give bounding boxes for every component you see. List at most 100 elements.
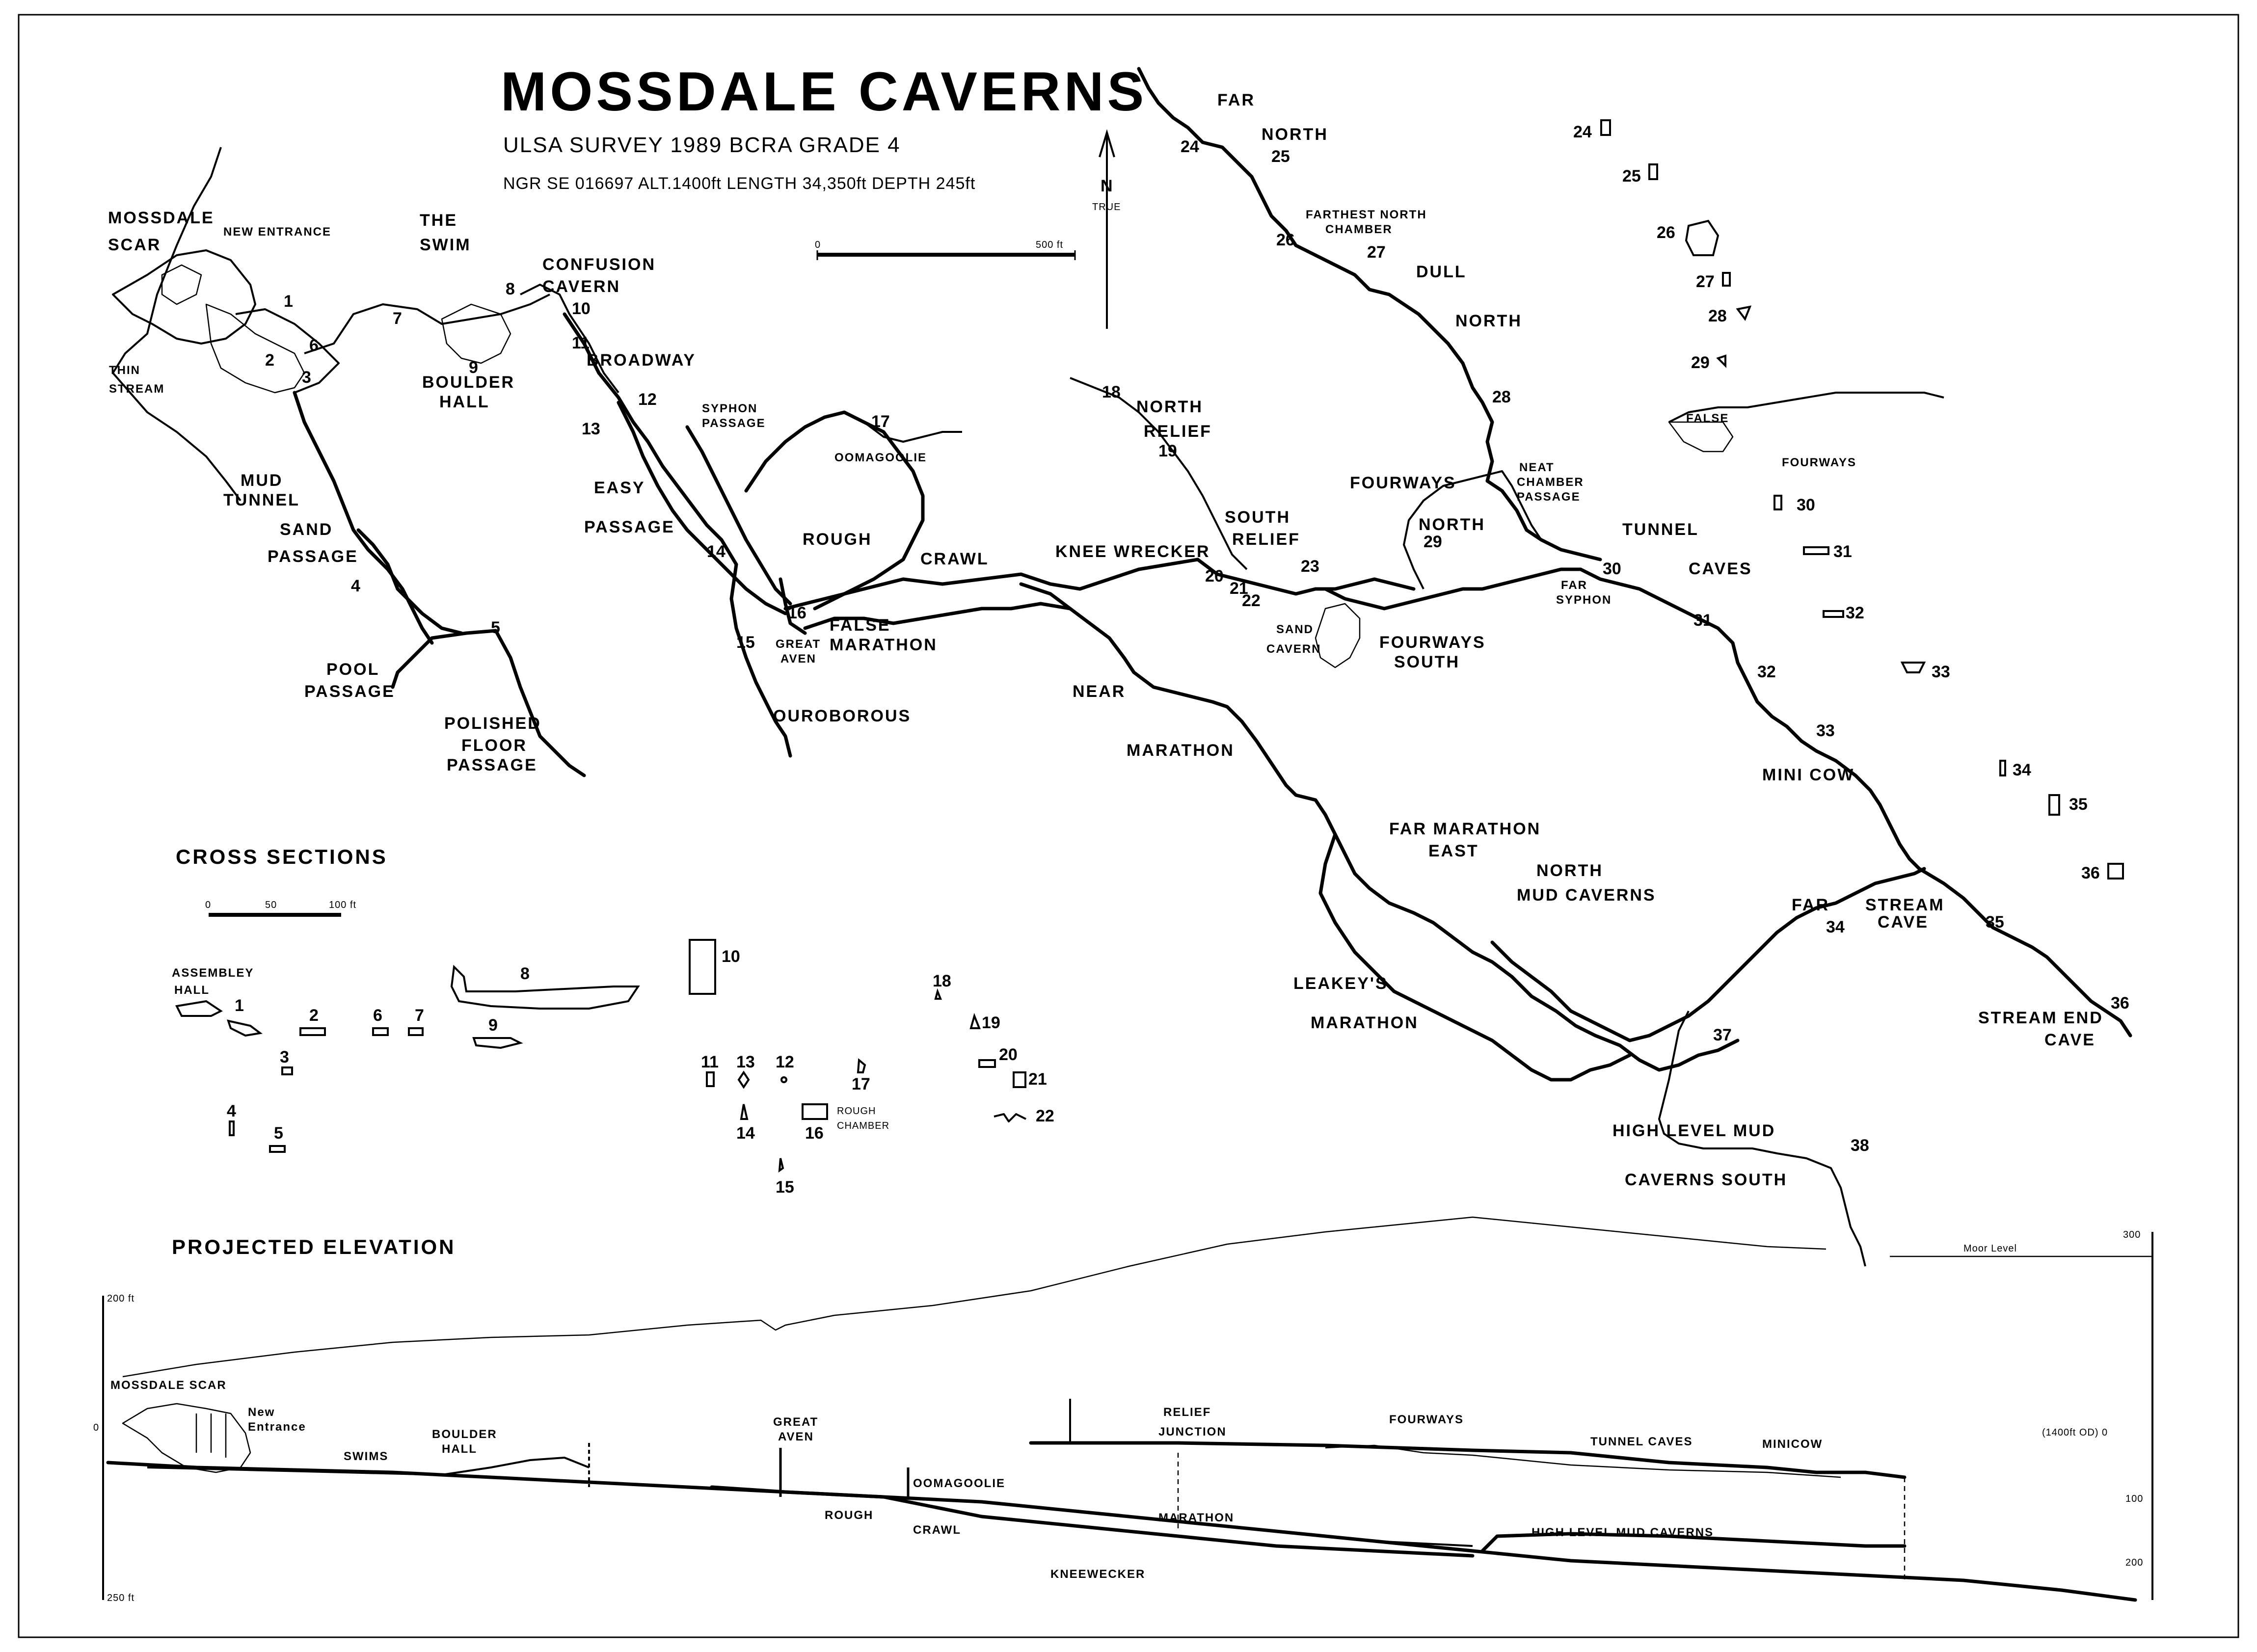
section-19 — [969, 1013, 981, 1029]
station-26: 26 — [1276, 231, 1295, 249]
side-station-26: 26 — [1657, 223, 1675, 242]
section-num-15: 15 — [776, 1178, 794, 1197]
passage-entrance-series — [112, 249, 256, 345]
station-9: 9 — [469, 358, 478, 377]
elevation-right-100: 100 — [2125, 1493, 2143, 1504]
section-num-22: 22 — [1036, 1107, 1054, 1125]
passage-fourways-north — [1403, 470, 1542, 589]
passage-far-marathon — [1333, 832, 1514, 979]
plan-station-numbers: 1 2 3 4 5 6 7 8 9 10 11 12 13 14 15 16 1… — [265, 137, 2129, 1155]
north-letter: N — [1101, 177, 1114, 195]
section-scale-100: 100 ft — [329, 900, 356, 910]
side-section-35 — [2048, 794, 2060, 816]
label-boulder-1: BOULDER — [422, 373, 515, 392]
label-leakey-2: MARATHON — [1311, 1013, 1419, 1032]
section-num-3: 3 — [280, 1048, 289, 1066]
sand-cavern-outline — [1315, 603, 1361, 668]
section-num-12: 12 — [776, 1053, 794, 1071]
section-num-19: 19 — [982, 1013, 1000, 1032]
passage-tunnel-caves — [1579, 567, 1818, 753]
station-17: 17 — [871, 412, 890, 431]
side-section-28 — [1736, 305, 1752, 321]
station-5: 5 — [491, 618, 500, 637]
section-num-16: 16 — [805, 1124, 824, 1143]
boulder-hall-outline — [441, 303, 511, 364]
passage-stream-end — [1917, 867, 2132, 1038]
section-14 — [740, 1104, 749, 1120]
station-27: 27 — [1367, 243, 1386, 262]
section-10 — [689, 939, 716, 995]
section-num-10: 10 — [722, 947, 740, 966]
station-34: 34 — [1826, 918, 1845, 936]
side-section-36 — [2107, 863, 2124, 879]
passage-syphon — [685, 425, 792, 606]
elevation-depth-top: 200 ft — [107, 1293, 134, 1304]
label-far-north: NORTH — [1262, 125, 1328, 144]
label-north-relief-2: RELIEF — [1144, 422, 1212, 441]
cross-sections: CROSS SECTIONS 0 50 100 ft ASSEMBLEY HAL… — [172, 845, 1054, 1197]
map-subtitle: ULSA SURVEY 1989 BCRA GRADE 4 — [503, 133, 901, 157]
moor-surface-line — [122, 1216, 1827, 1378]
passage-south-relief — [1196, 558, 1416, 596]
label-sand-cavern-2: CAVERN — [1266, 642, 1321, 656]
north-ref: TRUE — [1092, 202, 1121, 213]
elev-label-great-1: GREAT — [773, 1415, 818, 1429]
station-8: 8 — [506, 280, 515, 298]
section-16 — [802, 1103, 828, 1120]
station-19: 19 — [1158, 442, 1177, 460]
sheet-border — [18, 14, 2239, 1638]
label-thin-1: THIN — [109, 364, 140, 377]
elev-label-rough: ROUGH — [825, 1509, 873, 1522]
section-5 — [269, 1145, 286, 1153]
label-mossdale-1: MOSSDALE — [108, 209, 215, 227]
false-fourways-outline — [1668, 421, 1734, 453]
section-scale-50: 50 — [265, 900, 277, 910]
elevation-lower-mud — [1325, 1535, 1473, 1547]
north-arrow-icon — [1099, 129, 1115, 158]
passage-oomagoolie — [744, 410, 925, 611]
section-scale-0: 0 — [205, 900, 211, 910]
section-scale-bar: 0 50 100 ft — [205, 900, 356, 917]
label-north-mud-2: MUD CAVERNS — [1517, 886, 1656, 905]
station-32: 32 — [1757, 663, 1776, 681]
plan-scale-bar: 0 500 ft — [815, 240, 1076, 260]
section-2 — [299, 1027, 326, 1036]
elev-label-swims: SWIMS — [344, 1450, 388, 1463]
passage-easy — [617, 400, 787, 615]
section-12 — [780, 1076, 787, 1083]
label-broadway: BROADWAY — [587, 351, 696, 370]
title-block: MOSSDALE CAVERNS ULSA SURVEY 1989 BCRA G… — [501, 61, 1144, 193]
section-15 — [778, 1158, 784, 1173]
label-oomagoolie: OOMAGOOLIE — [834, 451, 927, 464]
elev-label-new-2: Entrance — [248, 1420, 306, 1434]
section-6 — [372, 1027, 389, 1036]
section-num-5: 5 — [274, 1124, 283, 1143]
label-false-fw-2: FOURWAYS — [1782, 456, 1856, 469]
station-11: 11 — [572, 334, 590, 352]
assembly-hall-label-1: ASSEMBLEY — [172, 966, 254, 980]
label-dull: DULL — [1416, 263, 1467, 281]
side-section-29 — [1716, 354, 1726, 368]
elevation-scar — [122, 1403, 251, 1473]
station-37: 37 — [1713, 1026, 1732, 1044]
side-station-36: 36 — [2081, 864, 2100, 882]
station-22: 22 — [1242, 591, 1261, 610]
passage-fourways-south — [1323, 567, 1583, 611]
section-3 — [281, 1066, 293, 1075]
label-caves: CAVES — [1689, 560, 1752, 578]
passage-polished-floor — [430, 629, 586, 777]
label-near: NEAR — [1073, 682, 1126, 701]
plan-survey — [112, 67, 2132, 1267]
section-13 — [737, 1070, 750, 1089]
station-36: 36 — [2111, 994, 2129, 1013]
station-12: 12 — [638, 390, 657, 409]
station-14: 14 — [707, 542, 725, 561]
label-easy-2: PASSAGE — [584, 518, 675, 536]
side-station-29: 29 — [1691, 353, 1710, 372]
rough-chamber-label-2: CHAMBER — [837, 1120, 889, 1131]
station-25: 25 — [1271, 147, 1290, 166]
elevation-depth-zero: 0 — [93, 1422, 99, 1433]
elev-label-fourways: FOURWAYS — [1389, 1413, 1464, 1426]
label-mud-2: TUNNEL — [223, 491, 300, 509]
